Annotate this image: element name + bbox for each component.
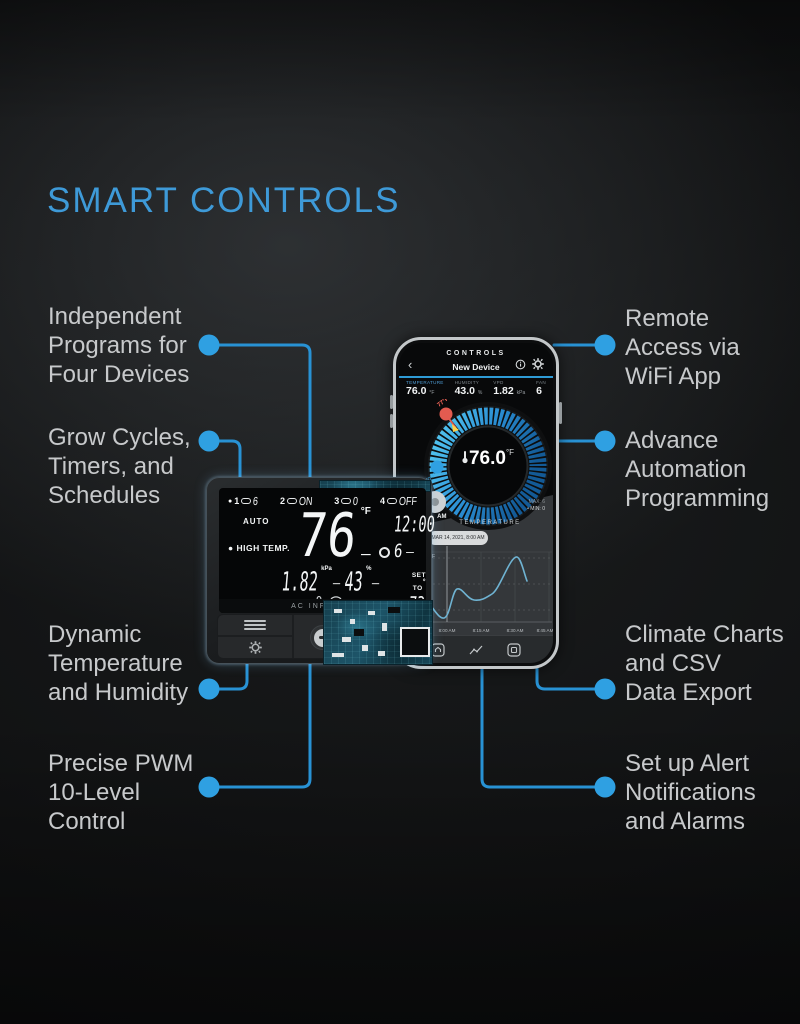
connector-dot [198, 430, 220, 452]
plug-icon [287, 498, 297, 504]
chart-line [428, 556, 528, 619]
device-name: New Device [452, 362, 500, 372]
stat-humidity: HUMIDITY 43.0 % [454, 380, 483, 397]
modes-nav-icon[interactable] [507, 642, 521, 657]
connector-dot [198, 678, 220, 700]
connector-dot [594, 430, 616, 452]
phone-volume-button[interactable] [390, 414, 393, 428]
header-underline [399, 376, 553, 378]
x-tick: 8:00 AM [439, 628, 456, 633]
chart-tooltip: MAR 14, 2021, 8:00 AM [428, 531, 488, 545]
plug-icon [341, 498, 352, 504]
settings-button[interactable] [218, 637, 292, 659]
menu-button[interactable] [218, 615, 292, 637]
left-button-column [218, 615, 294, 658]
connector-dot [594, 776, 616, 798]
current-temperature: 76 °F– [295, 501, 372, 571]
temperature-dial[interactable]: 77°F 70°F [399, 399, 553, 533]
plug-icon [241, 498, 252, 504]
dial-high-label: 77°F [437, 399, 451, 409]
connector-dot [594, 334, 616, 356]
settings-gear-icon[interactable] [532, 358, 544, 370]
connector-line [207, 439, 242, 480]
stat-vpd: VPD 1.82 kPa [493, 380, 526, 397]
phone-power-button[interactable] [559, 402, 562, 424]
clock: 12:00AM [392, 511, 447, 537]
circuit-board [323, 600, 433, 665]
temperature-chart[interactable]: °F 8:00 AM 8:15 AM 8:30 AM 8:45 AM [399, 546, 553, 638]
alert-label: ● HIGH TEMP. [228, 543, 290, 553]
fan-icon [379, 546, 390, 558]
connector-line [207, 658, 249, 691]
stat-fan: FAN 6 [536, 380, 546, 397]
fan-max-min: MAX: 6 • MIN: 0 [527, 499, 545, 512]
chart-section-title: TEMPERATURE [459, 520, 521, 526]
dial-high-marker[interactable] [439, 407, 453, 421]
connector-dot [198, 334, 220, 356]
plug-icon [386, 498, 397, 504]
set-to: SET TO° 73 [408, 572, 426, 617]
connector-line [207, 343, 312, 480]
hamburger-icon [244, 618, 266, 632]
stats-row: TEMPERATURE 76.0 °F HUMIDITY 43.0 % VPD … [399, 380, 553, 397]
info-icon[interactable] [515, 359, 526, 370]
phone-volume-button[interactable] [390, 395, 393, 409]
app-title: CONTROLS [446, 350, 506, 357]
chart-y-unit: °F [430, 554, 435, 560]
connector-line [207, 658, 312, 789]
brand-label: AC INFINITY [291, 602, 352, 610]
connector-dot [594, 678, 616, 700]
x-tick: 8:30 AM [507, 628, 524, 633]
back-button[interactable]: ‹ [408, 357, 413, 372]
dial-low-marker[interactable] [430, 460, 444, 474]
gear-icon [248, 640, 262, 654]
fan-speed: 6 – [379, 542, 415, 562]
stat-temperature: TEMPERATURE 76.0 °F [406, 380, 444, 397]
dial-value: 76.0°F [454, 448, 522, 470]
mode-label: AUTO [243, 517, 270, 526]
thermometer-icon [462, 451, 468, 464]
x-tick: 8:15 AM [473, 628, 490, 633]
page-title: SMART CONTROLS [47, 181, 401, 220]
connector-line [535, 662, 607, 691]
x-tick: 8:45 AM [537, 628, 553, 633]
connector-line [480, 662, 607, 789]
connector-dot [198, 776, 220, 798]
chart-nav-icon[interactable] [468, 643, 484, 657]
